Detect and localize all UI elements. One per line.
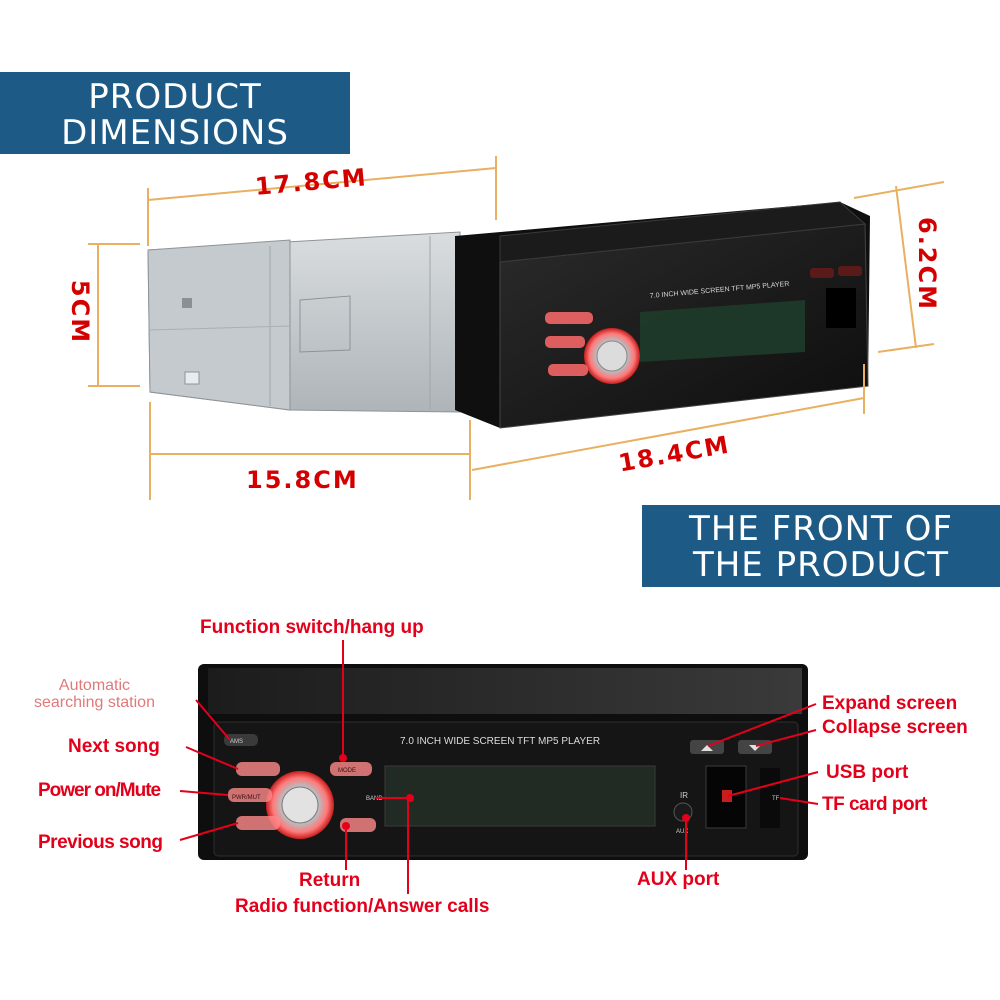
dimension-lines [88, 156, 945, 500]
svg-text:MODE: MODE [338, 768, 356, 774]
callout-previous-song: Previous song [38, 832, 163, 853]
banner-line-2: THE PRODUCT [692, 544, 950, 585]
svg-text:AMS: AMS [230, 739, 243, 745]
callout-auto-line-1: Automatic [58, 677, 131, 694]
callout-aux-port: AUX port [637, 869, 720, 890]
svg-text:PWR/MUT: PWR/MUT [232, 795, 261, 801]
callout-automatic-searching-station: Automatic searching station [34, 677, 155, 712]
metal-chassis [147, 231, 461, 413]
dimension-bottom-length: 15.8CM [246, 466, 359, 494]
svg-text:TF: TF [772, 796, 780, 802]
callout-return: Return [299, 870, 361, 891]
svg-text:IR: IR [680, 791, 688, 800]
callout-auto-line-2: searching station [34, 693, 155, 711]
banner-product-dimensions: PRODUCT DIMENSIONS [0, 72, 350, 154]
banner-front-of-product: THE FRONT OF THE PRODUCT [642, 505, 1000, 587]
svg-text:BAND: BAND [366, 796, 383, 802]
banner-line-2: DIMENSIONS [61, 112, 289, 153]
callout-tf-card-port: TF card port [822, 794, 927, 815]
callout-power-mute: Power on/Mute [38, 780, 161, 801]
callout-function-switch: Function switch/hang up [200, 617, 424, 638]
callout-usb-port: USB port [826, 762, 909, 783]
callout-expand-screen: Expand screen [822, 693, 958, 714]
svg-text:AUX: AUX [676, 829, 688, 835]
callout-lines [179, 640, 819, 894]
callout-collapse-screen: Collapse screen [822, 717, 968, 738]
front-panel-3d: 7.0 INCH WIDE SCREEN TFT MP5 PLAYER [455, 201, 870, 429]
callout-radio-answer-calls: Radio function/Answer calls [235, 896, 490, 917]
front-view-unit: 7.0 INCH WIDE SCREEN TFT MP5 PLAYER AMS … [198, 664, 808, 860]
banner-line-1: THE FRONT OF [689, 509, 953, 549]
face-title-text: 7.0 INCH WIDE SCREEN TFT MP5 PLAYER [400, 736, 600, 747]
banner-line-1: PRODUCT [88, 77, 262, 117]
callout-next-song: Next song [68, 736, 160, 757]
